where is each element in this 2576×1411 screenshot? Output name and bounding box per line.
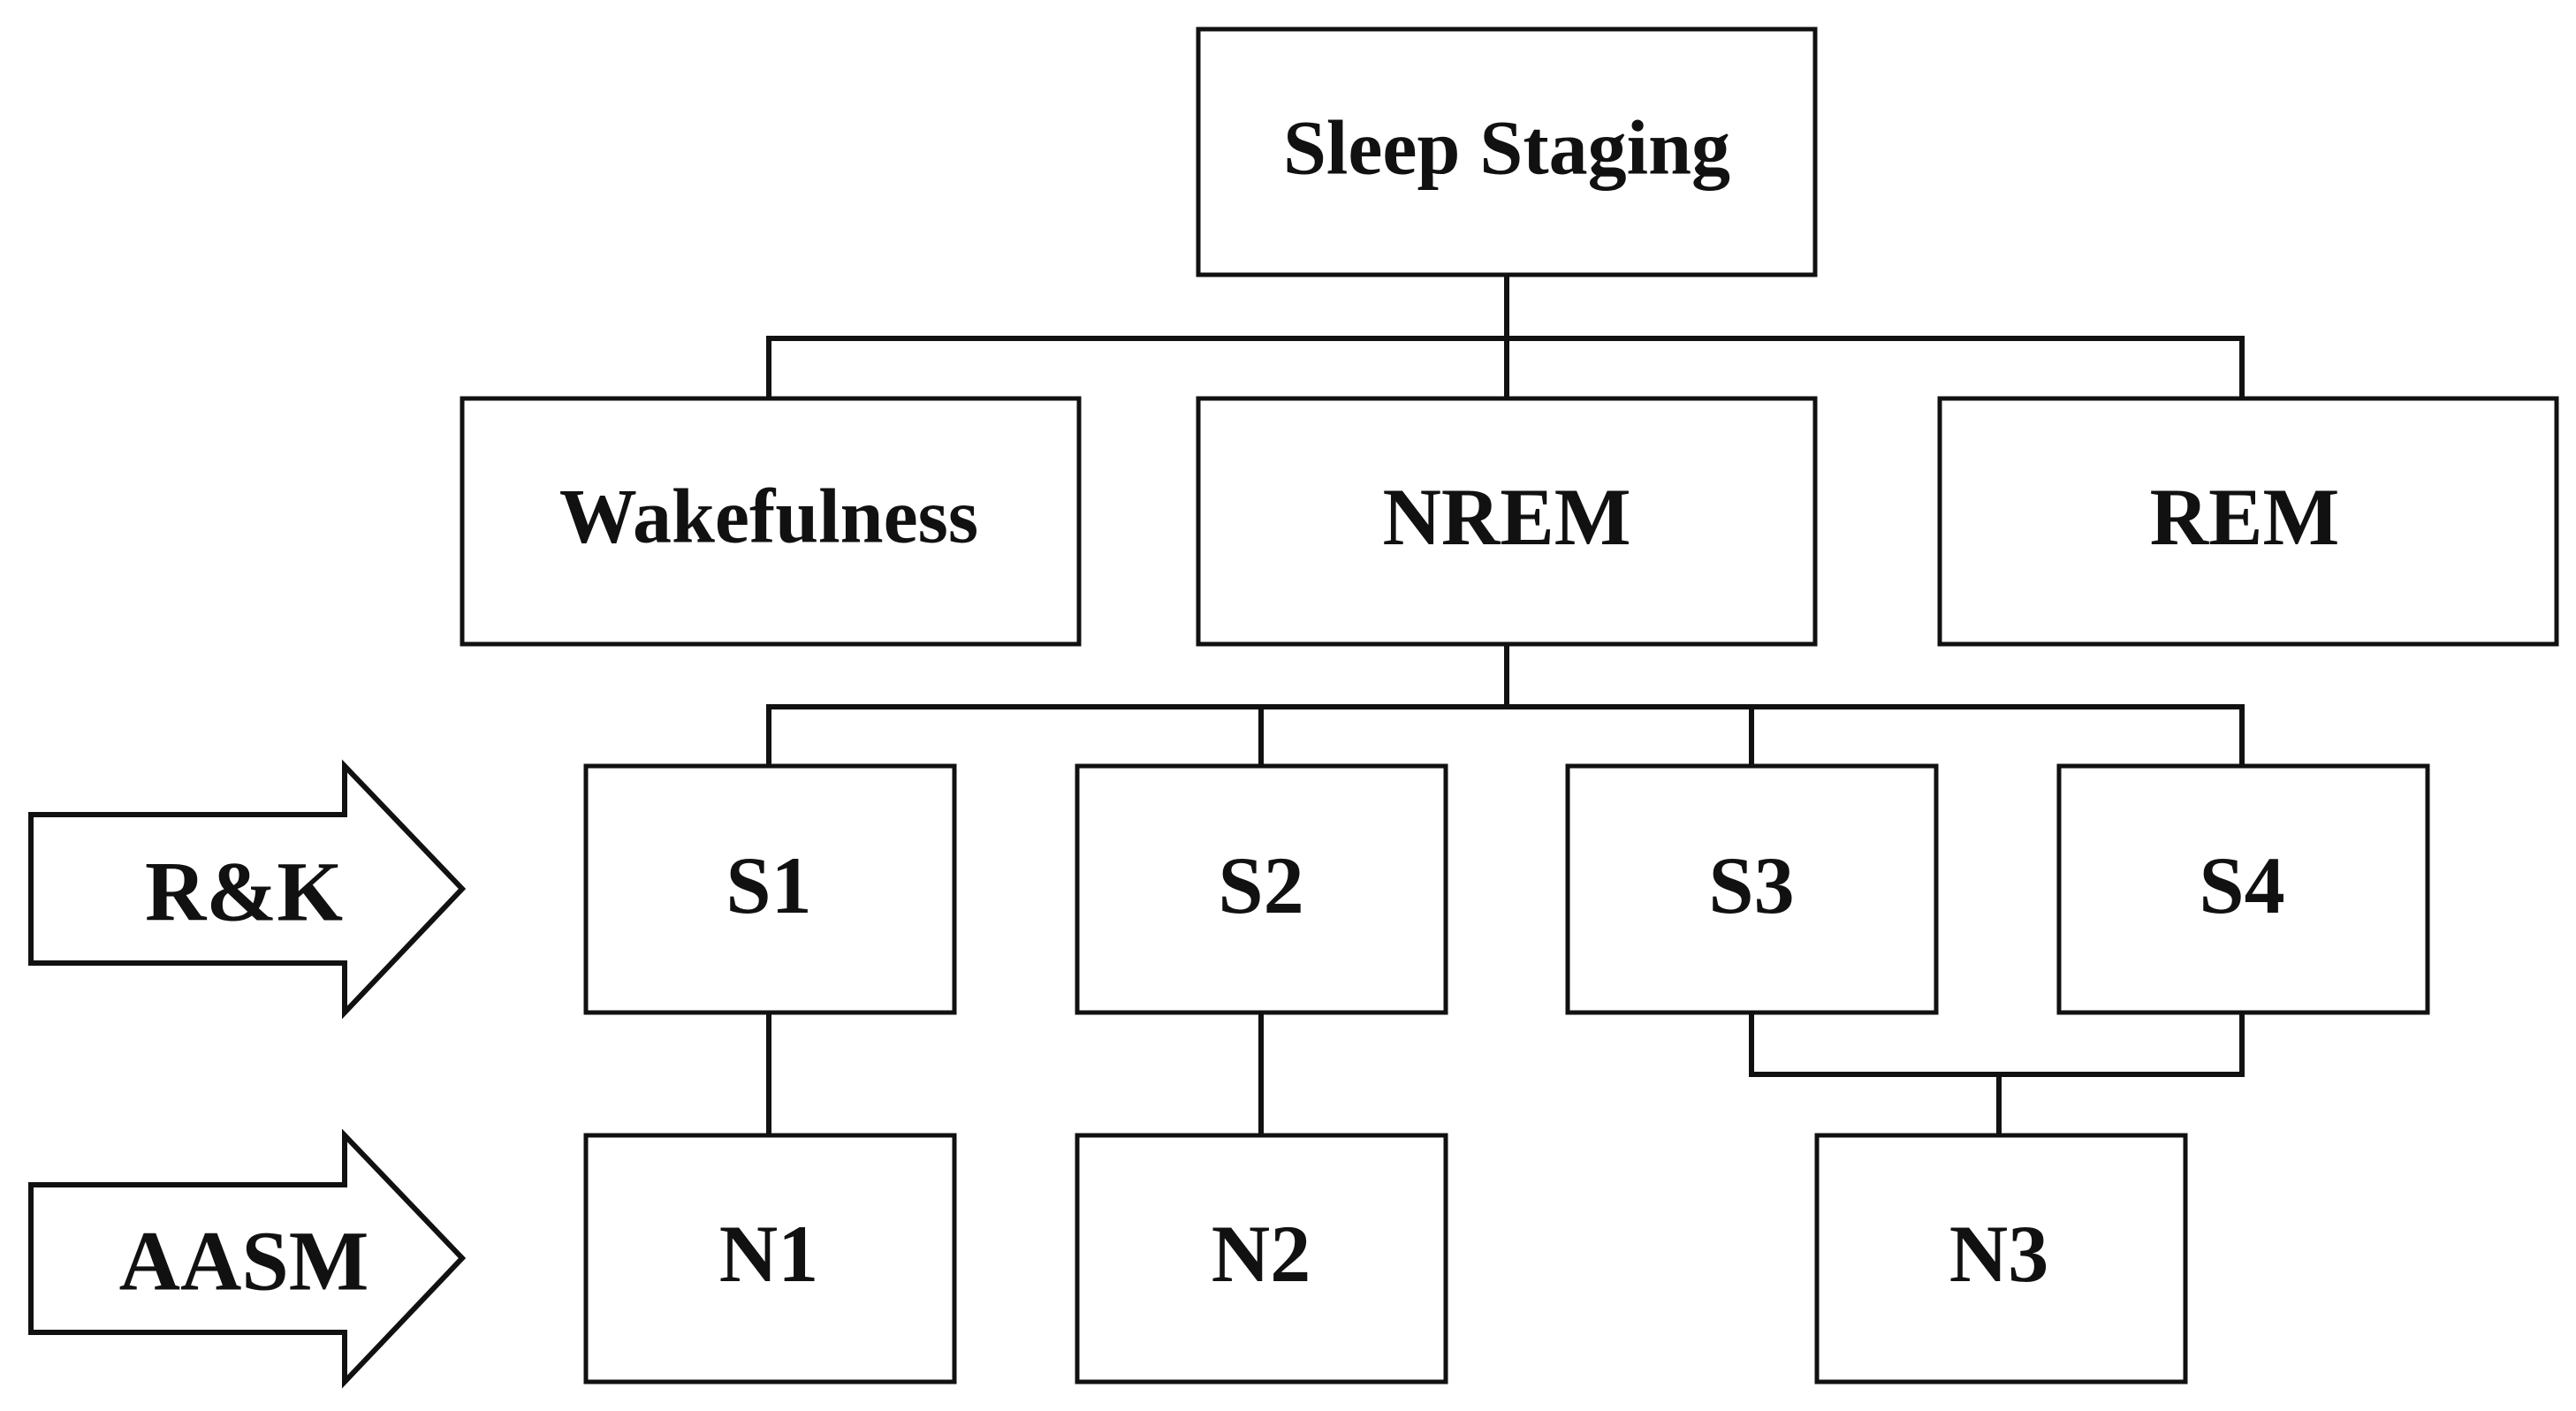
- wakefulness-label: Wakefulness: [559, 474, 978, 560]
- s3-label: S3: [1708, 840, 1794, 930]
- n2-label: N2: [1212, 1209, 1311, 1299]
- aasm-arrow: AASM: [28, 1128, 467, 1389]
- rem-label: REM: [2150, 472, 2340, 562]
- n3-box: N3: [1814, 1133, 2188, 1384]
- connectors: [766, 275, 2245, 1138]
- s4-label: S4: [2199, 840, 2284, 930]
- n2-box: N2: [1075, 1133, 1448, 1384]
- s1-box: S1: [583, 763, 957, 1015]
- nrem-label: NREM: [1382, 472, 1630, 562]
- s1-label: S1: [726, 840, 811, 930]
- s3-box: S3: [1565, 763, 1939, 1015]
- wakefulness-box: Wakefulness: [460, 396, 1082, 647]
- connector-s3-s4-merge: [1749, 1010, 2245, 1077]
- rk-arrow: R&K: [28, 759, 467, 1020]
- s2-box: S2: [1075, 763, 1448, 1015]
- rem-box: REM: [1937, 396, 2559, 647]
- aasm-arrow-label: AASM: [119, 1214, 369, 1309]
- n1-box: N1: [583, 1133, 957, 1384]
- n1-label: N1: [719, 1209, 818, 1299]
- sleep-staging-box: Sleep Staging: [1196, 27, 1818, 277]
- connector-rk-bar: [766, 704, 2245, 769]
- s2-label: S2: [1218, 840, 1303, 930]
- sleep-staging-label: Sleep Staging: [1283, 106, 1730, 192]
- n3-label: N3: [1949, 1209, 2048, 1299]
- rk-arrow-label: R&K: [145, 845, 343, 939]
- s4-box: S4: [2056, 763, 2430, 1015]
- nrem-box: NREM: [1196, 396, 1818, 647]
